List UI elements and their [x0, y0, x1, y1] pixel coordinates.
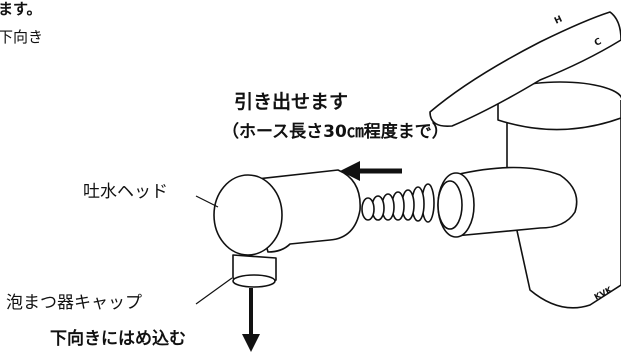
spout-end-inner — [437, 180, 463, 230]
aerator-cap-bottom — [232, 274, 276, 288]
push-down-arrow-head — [242, 334, 260, 352]
header-line2-text: 下向き — [0, 28, 44, 46]
pull-out-arrow-head — [340, 161, 360, 181]
spray-head-front — [213, 174, 283, 256]
hose-ring — [361, 197, 375, 221]
push-down-label: 下向きにはめ込む — [50, 329, 186, 349]
faucet-body-neck — [497, 100, 621, 131]
pull-out-title: 引き出せます — [234, 91, 349, 113]
pull-out-note: （ホース長さ30㎝程度まで） — [222, 122, 449, 142]
spray-head-label: 吐水ヘッド — [83, 182, 168, 202]
spray-head-leader — [195, 195, 219, 208]
handle-mark-h: H — [553, 14, 564, 26]
spout — [454, 166, 578, 237]
aerator-cap-leader — [195, 277, 233, 305]
aerator-cap-label: 泡まつ器キャップ — [6, 293, 142, 313]
handle-mark-c: C — [593, 37, 604, 49]
header-line1-text: ます。 — [0, 0, 42, 18]
